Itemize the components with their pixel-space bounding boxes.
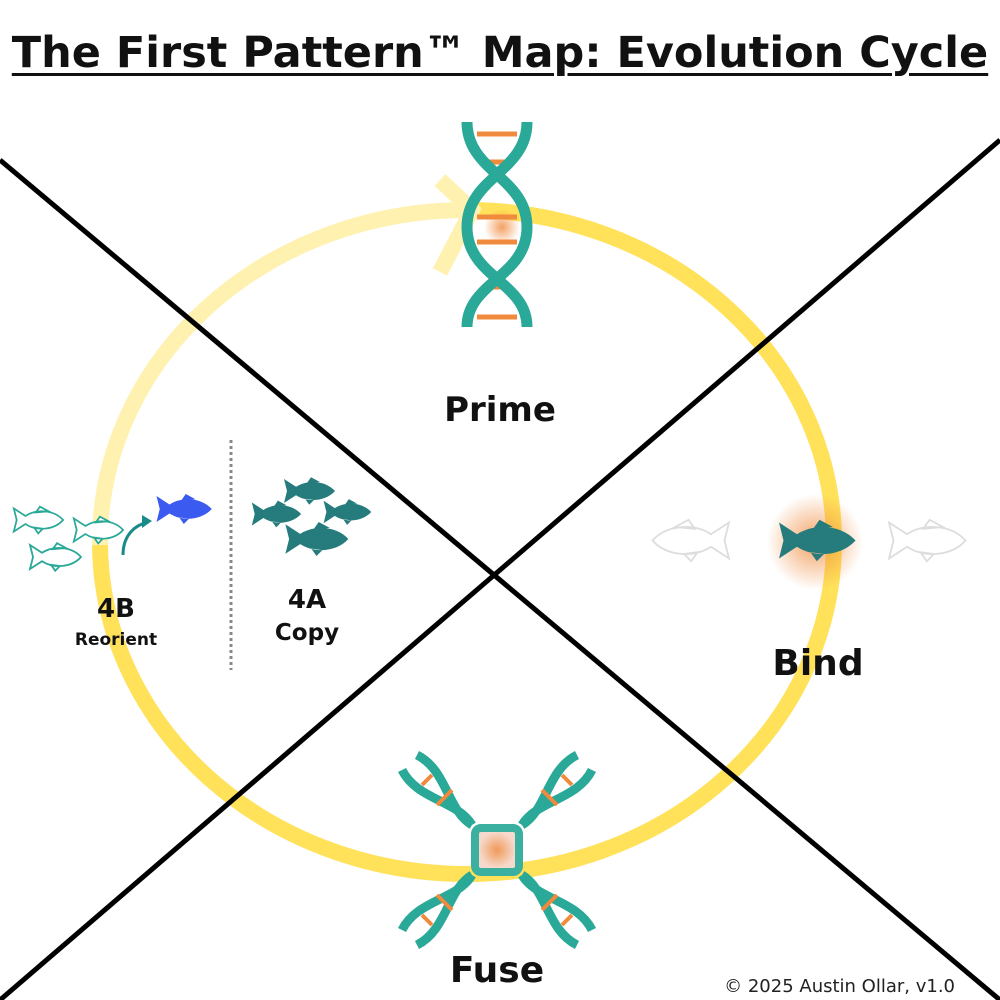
fish-outline-icon xyxy=(888,518,967,563)
page-title: The First Pattern™ Map: Evolution Cycle xyxy=(11,28,989,78)
stage-4b-label: Reorient xyxy=(74,630,158,650)
stage-prime-label: Prime xyxy=(444,390,556,430)
blue-fish-icon xyxy=(156,494,212,524)
stage-fuse-label: Fuse xyxy=(449,950,545,991)
divider-line xyxy=(0,158,1000,1000)
stage-bind-label: Bind xyxy=(772,643,864,684)
stage-4a-label: Copy xyxy=(274,620,340,646)
dna-icon xyxy=(461,121,533,328)
divider-line xyxy=(0,138,1000,1000)
bind-fish-group xyxy=(651,494,967,590)
copyright-notice: © 2025 Austin Ollar, v1.0 xyxy=(724,976,955,997)
arrow-icon xyxy=(121,520,149,556)
fish-school-icon xyxy=(251,477,372,557)
stage-4a-code: 4A xyxy=(287,585,327,615)
stage-4b-code: 4B xyxy=(97,594,135,624)
fused-dna-icon xyxy=(397,750,597,950)
fish-outline-icon xyxy=(651,518,730,563)
reorient-fish-group xyxy=(12,494,212,572)
